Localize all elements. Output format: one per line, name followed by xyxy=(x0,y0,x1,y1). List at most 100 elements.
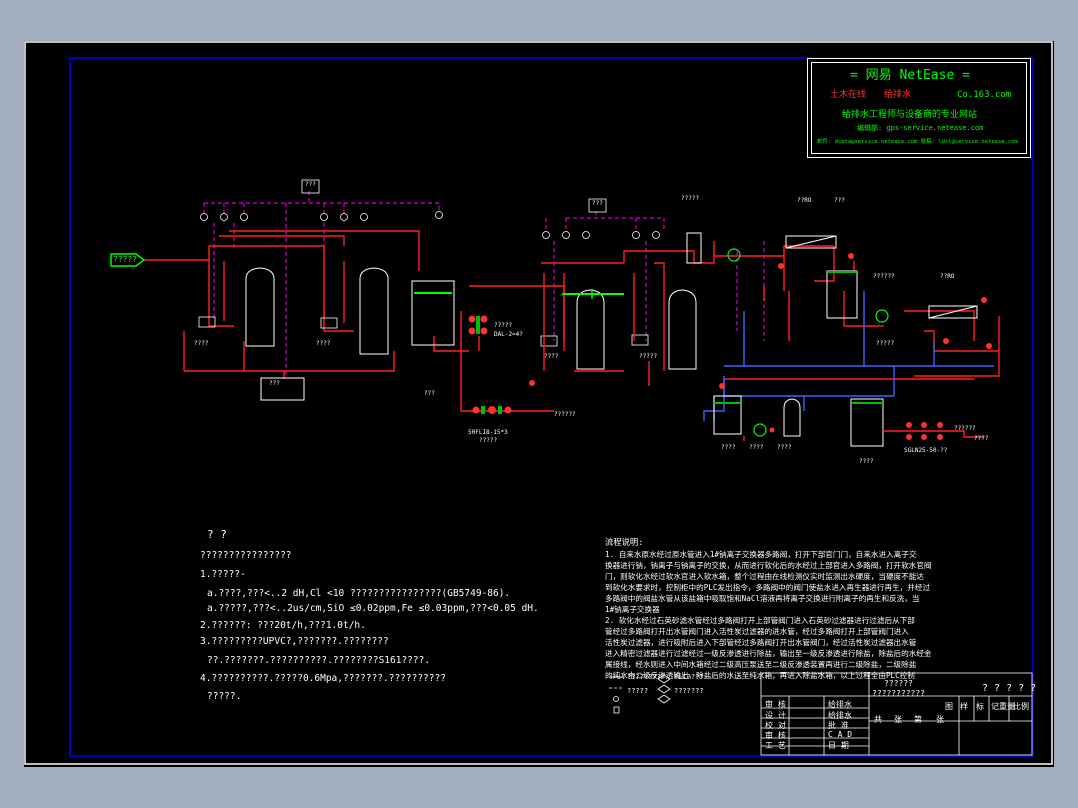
title-sheet-count: 共 xyxy=(874,715,882,724)
pumps-right xyxy=(727,248,889,437)
project-name-a: ?????? xyxy=(884,679,913,688)
note-line: 进入精密过滤器进行过滤经过一级反渗透进行除盐，输出至一级反渗透进行除盐，除盐后的… xyxy=(605,649,932,658)
sgw-label: SGLN25-50-?? xyxy=(904,447,948,454)
note-line: 门，则软化水经过软水官进入软水箱，整个过程由在线检测仪实时监测出水硬度，当硬度不… xyxy=(605,572,924,581)
legend-symbols xyxy=(609,674,671,714)
logo-editor: 编辑部: gps-service.netease.com xyxy=(857,124,984,132)
inlet-label: ????? xyxy=(113,255,138,264)
title-right-cell: 图 xyxy=(945,702,953,711)
requirement-line: 3.?????????UPVC?,???????.???????? xyxy=(200,636,389,647)
requirement-line: a.????,???<..2 dH,Cl <10 ???????????????… xyxy=(207,588,511,599)
requirement-line: 2.??????: ???20t/h,???1.0t/h. xyxy=(200,620,366,631)
ro-label2: ??? xyxy=(834,197,845,204)
requirement-line: 4.??????????.?????0.6Mpa,???????.???????… xyxy=(200,673,446,684)
logo-site-mid: 给排水 xyxy=(884,90,912,100)
logo-contact: 邮件: dseta@service.netease.com 投稿: ldst@s… xyxy=(817,139,1018,145)
note-line: 活性炭过滤器，进行吸附后进入下部管经过多路阀打开出水管阀门，经过活性炭过滤器出水… xyxy=(605,638,917,647)
legend-item: ????? xyxy=(627,687,649,695)
note-line: 的纯水由二级反渗透输出，除盐后的水送至纯水箱，再进入除盐水箱，以上过程全由PLC… xyxy=(605,671,915,680)
requirement-line: ???????????????? xyxy=(200,550,292,561)
project-name-b: ??????????? xyxy=(872,689,925,698)
pumps-left xyxy=(468,315,512,414)
requirement-line: a.?????,???<..2us/cm,SiO ≤0.02ppm,Fe ≤0.… xyxy=(207,603,539,614)
red-valves xyxy=(529,253,992,440)
note-line: 属接线，经水则进入中间水箱经过二级高压泵送至二级反渗透装置再进行二级除盐，二级除… xyxy=(605,660,917,669)
legend-item: ???????? xyxy=(627,673,661,681)
top-valves xyxy=(200,211,660,239)
title-row-value: 给排水 xyxy=(828,711,852,720)
ro-equipment xyxy=(713,235,978,447)
pipes-mid xyxy=(541,241,715,386)
title-row-value: 日 期 xyxy=(828,741,849,750)
mid-tank-label: ?????? xyxy=(873,273,895,280)
top-box2-label: ??? xyxy=(592,200,603,207)
logo-title: = 网易 NetEase = xyxy=(850,68,970,83)
title-sheet-count: 张 xyxy=(936,715,944,724)
note-line: 到软化水要求时，控制柜中的PLC发出指令，多路阀中的阀门使盐水进入再生器进行再生… xyxy=(605,583,931,592)
title-right-cell: 样 xyxy=(960,702,968,711)
note-line: 多路阀中的阀盐水管从该盐箱中吸取饱和NaCl溶液再将离子交换进行附离子的再生和反… xyxy=(605,594,920,603)
pump2-label: ????? xyxy=(479,437,498,444)
blue-pipes xyxy=(703,291,994,421)
title-row-role: 审 核 xyxy=(765,731,786,740)
control-lines xyxy=(203,191,765,376)
pump2-tag: 50FLI8-15*3 xyxy=(468,429,508,436)
drawing-sheet: = 网易 NetEase = 土木在线 给排水 Co.163.com 给排水工程… xyxy=(24,41,1054,767)
note-line: 管经过多路阀打开出水管阀门进入活性炭过滤器的进水管，经过多路阀打开上部管阀门进入 xyxy=(605,627,909,636)
top-box1-label: ??? xyxy=(305,181,316,188)
filter-vessels xyxy=(576,232,702,370)
logo-inner: = 网易 NetEase = 土木在线 给排水 Co.163.com 给排水工程… xyxy=(811,62,1027,154)
title-right-cell: 记 xyxy=(991,702,999,711)
out-label: ?????? xyxy=(554,411,576,418)
note-line: 1#钠离子交换器 xyxy=(605,605,660,614)
note-line: 1. 自来水原水经过原水管进入1#钠离子交换器多路阀，打开下部官门门，自来水进入… xyxy=(605,550,917,559)
bottom-d-label: ???? xyxy=(859,458,874,465)
col1-b-label: ???? xyxy=(316,340,331,347)
out3-label: ???? xyxy=(974,435,989,442)
logo-slogan: 给排水工程师与设备商的专业网站 xyxy=(842,110,978,120)
requirements-heading: ? ? xyxy=(207,528,227,541)
requirement-line: ?????. xyxy=(207,691,242,702)
title-row-value: 批 准 xyxy=(828,721,849,730)
pump1-tag: DAL-2=4? xyxy=(494,331,523,338)
process-diagram xyxy=(24,41,1053,765)
outer-frame xyxy=(24,41,1053,765)
pump1-label: ????? xyxy=(494,322,513,329)
col1-a-label: ???? xyxy=(194,340,209,347)
title-right-cell: 比例 xyxy=(1013,702,1029,711)
inner-frame xyxy=(69,57,1034,757)
title-row-value: C A D xyxy=(828,730,853,739)
requirement-line: 1.?????- xyxy=(200,569,246,580)
pipes-left xyxy=(144,230,565,412)
notes-heading: 流程说明: xyxy=(605,537,644,547)
logo-box: = 网易 NetEase = 土木在线 给排水 Co.163.com 给排水工程… xyxy=(807,58,1031,158)
tank-label: ??? xyxy=(424,390,435,397)
col2-a-label: ???? xyxy=(544,353,559,360)
ro-label1: ??RO xyxy=(797,197,812,204)
requirement-line: ??.???????.??????????.????????S161????. xyxy=(207,655,431,666)
note-line: 换器进行钠，钠离子与钠离子的交换，从而进行软化后的水经过上部官进入多路阀，打开软… xyxy=(605,561,932,570)
title-row-role: 工 艺 xyxy=(765,741,786,750)
dosing-label: ??? xyxy=(269,380,280,387)
note-line: 2. 软化水经过石英砂滤水管经过多路阀打开上部管阀门进入石英砂过滤器进行过滤后从… xyxy=(605,616,915,625)
title-right-cell: 重量 xyxy=(999,702,1015,711)
title-sheet-count: 张 xyxy=(894,715,902,724)
title-row-value: 给排水 xyxy=(828,700,852,709)
title-sheet-count: 第 xyxy=(914,715,922,724)
level-marks xyxy=(714,271,883,404)
inlet-arrow xyxy=(110,253,146,267)
ro2-label: ??RO xyxy=(940,273,955,280)
legend-item: PLC???? xyxy=(674,673,704,681)
controllers xyxy=(198,179,649,347)
title-row-role: 校 对 xyxy=(765,721,786,730)
title-row-role: 审 核 xyxy=(765,700,786,709)
title-block-lines xyxy=(760,672,1033,756)
col2-b-label: ????? xyxy=(639,353,658,360)
filter-label: ????? xyxy=(681,195,700,202)
title-right-cell: 标 xyxy=(976,702,984,711)
bottom-b-label: ???? xyxy=(749,444,764,451)
softener-vessels xyxy=(245,267,455,401)
logo-site-right: Co.163.com xyxy=(957,90,1012,100)
drawing-title: ? ? ? ? ? xyxy=(982,683,1037,694)
ro2-tank-label: ????? xyxy=(876,340,895,347)
